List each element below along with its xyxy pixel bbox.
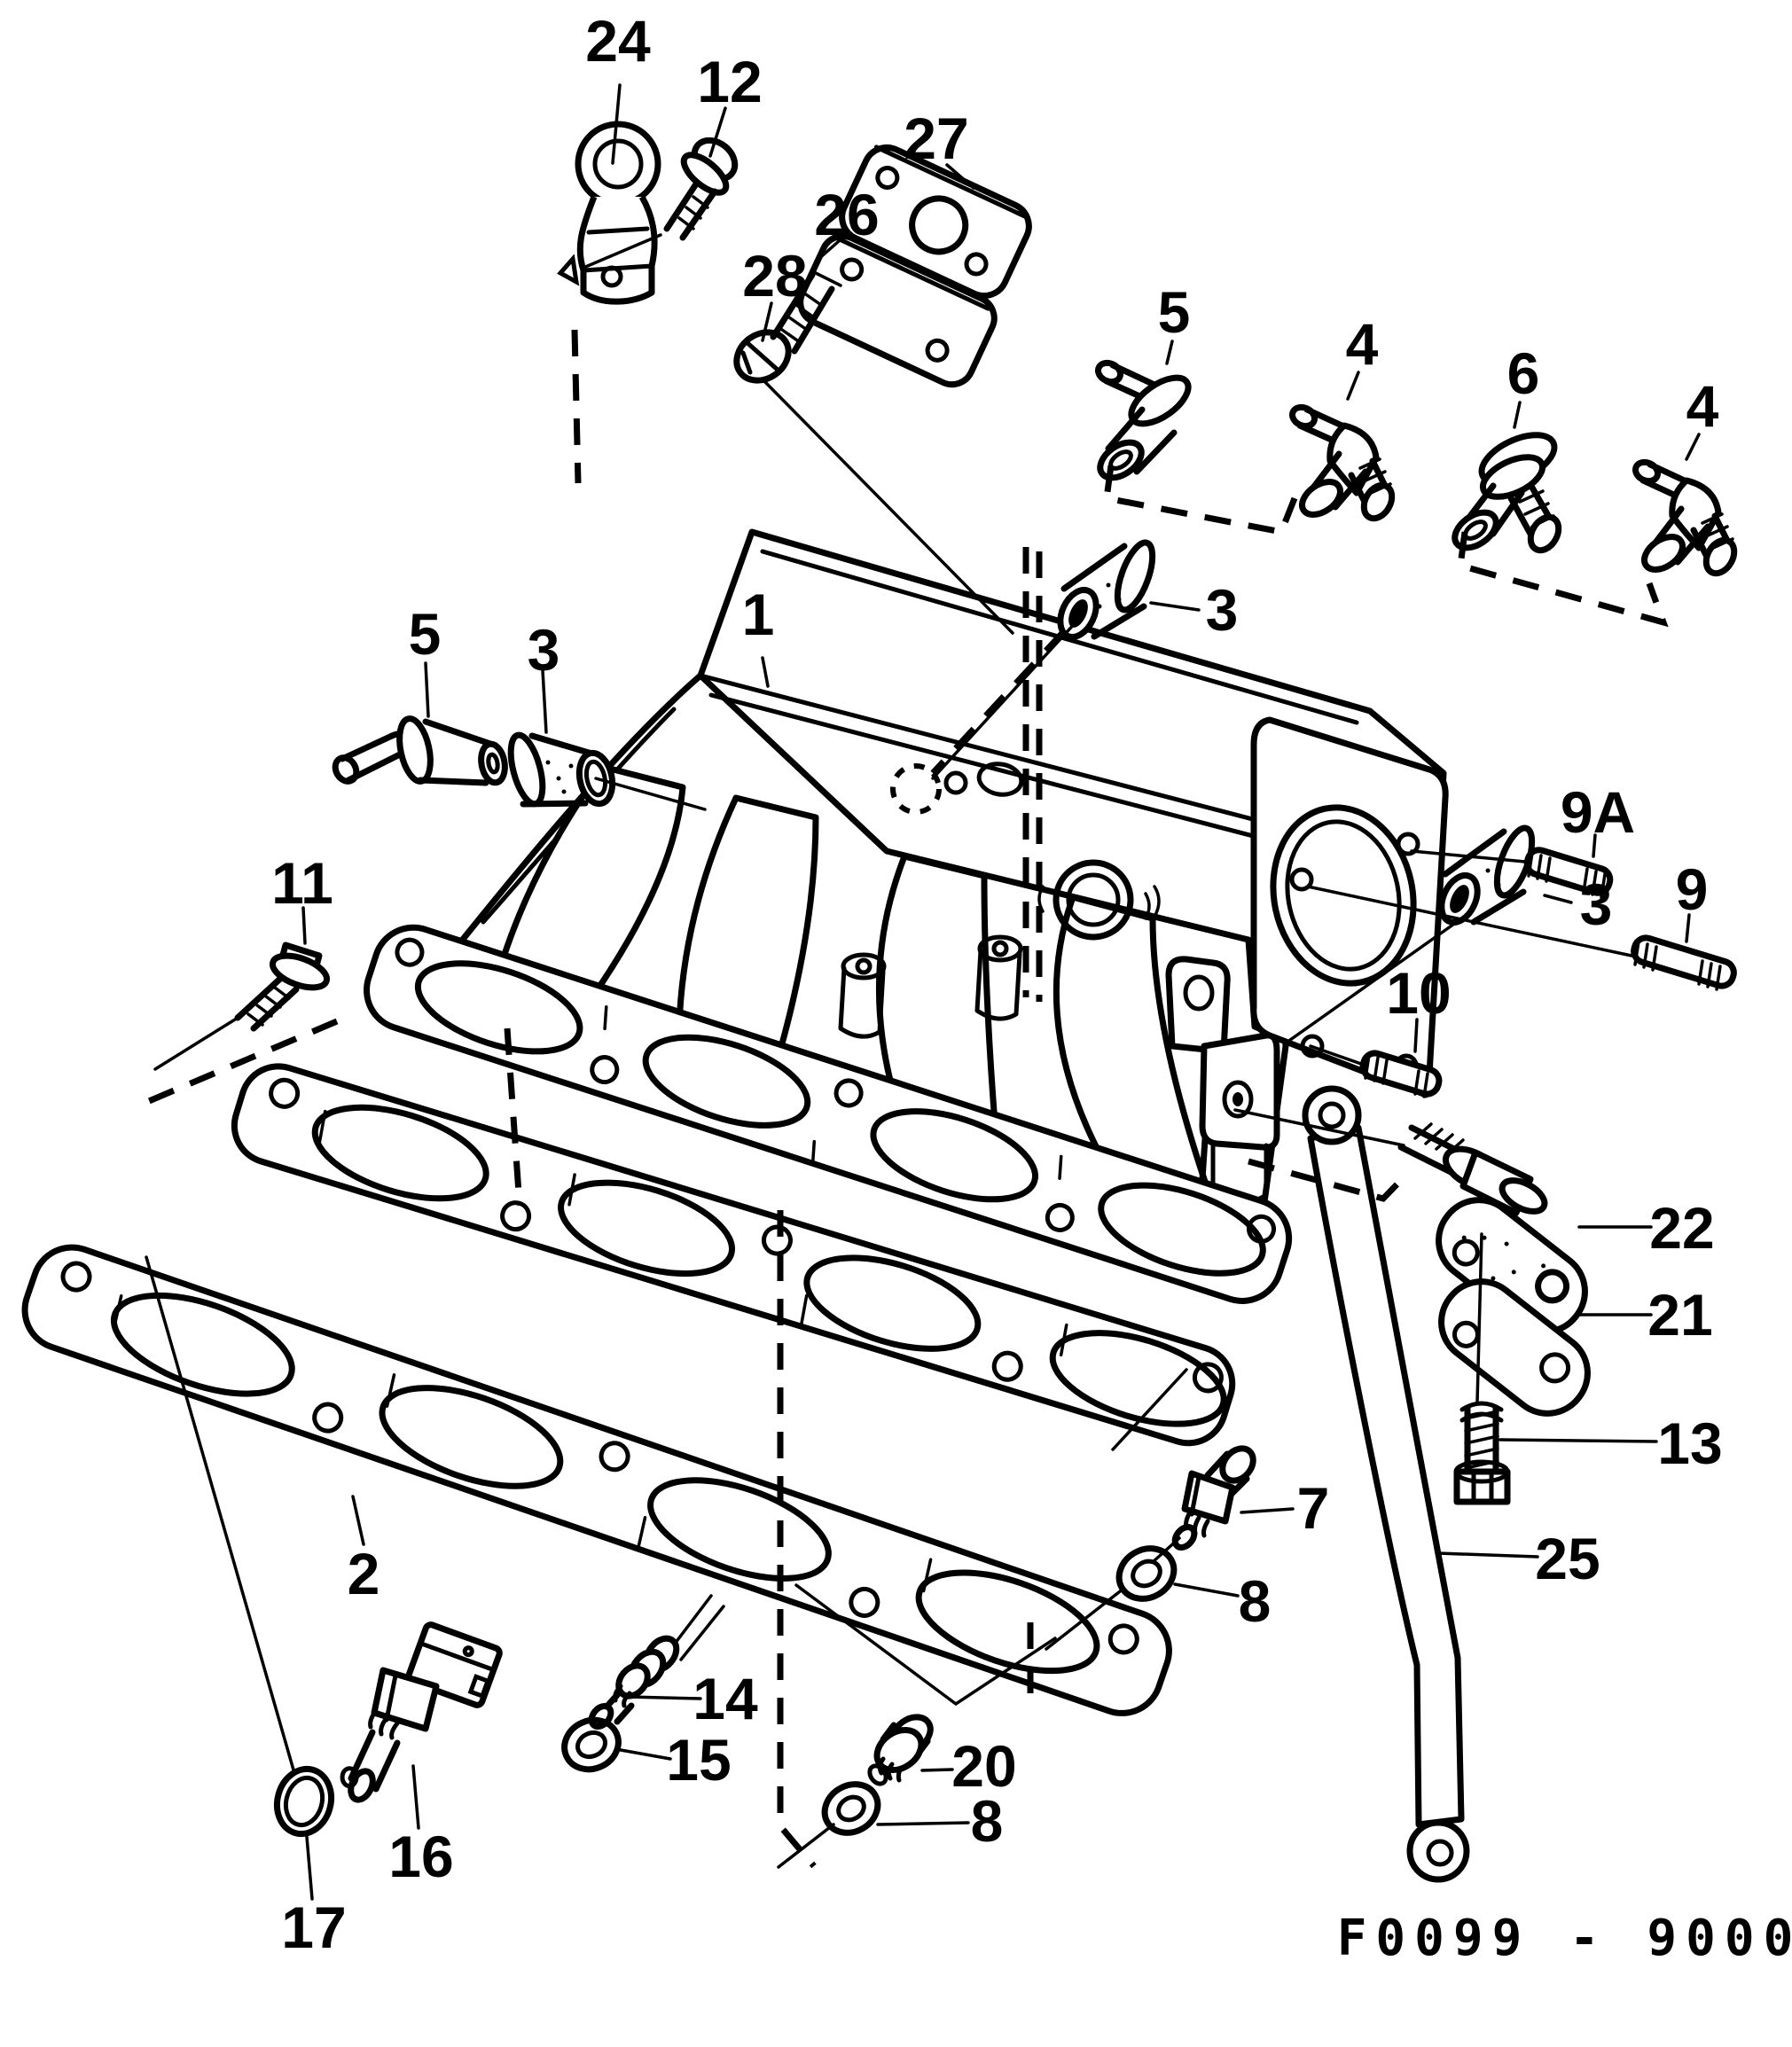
callout-7-10: 7 — [1297, 1475, 1330, 1541]
hidden-hole-marker — [890, 763, 942, 815]
sensor-14 — [588, 1594, 725, 1731]
bracket-24 — [557, 121, 661, 305]
bolt-28 — [733, 271, 835, 384]
callout-26-28: 26 — [814, 182, 879, 247]
callout-25-27: 25 — [1535, 1526, 1600, 1591]
leader-line-9-14 — [1685, 913, 1691, 943]
callout-12-17: 12 — [697, 49, 762, 114]
callout-9a-13: 9A — [1561, 779, 1635, 845]
leader-line-8-12 — [876, 1821, 970, 1826]
leader-line-8-11 — [1173, 1582, 1240, 1598]
leader-line-1-0 — [761, 656, 770, 688]
stud-10 — [1359, 1050, 1443, 1098]
leader-line-14-19 — [626, 1695, 702, 1700]
bushing-3-left — [507, 731, 616, 808]
callout-3-4: 3 — [1580, 871, 1613, 937]
leader-line-10-15 — [1413, 1018, 1419, 1053]
leader-line-24-26 — [611, 83, 622, 165]
leader-line-26-28 — [814, 239, 841, 263]
leader-line-6-9 — [1513, 401, 1522, 429]
washer-8-mid — [1115, 1545, 1178, 1602]
hidden-lines — [147, 329, 1669, 1869]
leader-line-12-17 — [708, 106, 727, 158]
leader-line-2-1 — [351, 1495, 365, 1546]
callout-15-20: 15 — [666, 1727, 731, 1793]
callout-3-2: 3 — [528, 617, 560, 683]
callout-4-6: 4 — [1686, 373, 1719, 439]
assembly-lines — [145, 233, 1633, 1869]
leader-line-4-5 — [1346, 371, 1360, 401]
stud-9 — [1631, 934, 1737, 991]
bushing-3-right — [1438, 824, 1536, 926]
leader-line-27-29 — [945, 163, 975, 190]
fitting-6 — [1452, 432, 1562, 554]
leader-line-9a-13 — [1592, 833, 1597, 858]
leader-line-17-22 — [305, 1835, 314, 1901]
leader-line-3-3 — [1149, 601, 1201, 612]
leader-line-4-6 — [1685, 433, 1701, 461]
injector-boss-pegs — [838, 934, 1023, 1039]
gasket-2 — [21, 1244, 1172, 1716]
callout-13-18: 13 — [1657, 1410, 1722, 1476]
leader-line-5-8 — [1165, 340, 1174, 365]
callout-5-8: 5 — [1158, 279, 1191, 345]
manifold-flange — [364, 924, 1293, 1304]
callout-1-0: 1 — [742, 582, 775, 647]
oring-17 — [273, 1765, 335, 1838]
plate-21 — [1438, 1278, 1591, 1417]
plug-20 — [867, 1714, 934, 1786]
drawing-code: F0099 - 9000 — [1337, 1910, 1792, 1967]
callout-20-23: 20 — [951, 1733, 1016, 1799]
callout-5-7: 5 — [409, 601, 442, 667]
leader-line-3-4 — [1543, 894, 1573, 904]
callout-9-14: 9 — [1676, 856, 1709, 922]
callout-28-30: 28 — [742, 243, 807, 309]
leader-line-11-16 — [301, 906, 307, 945]
bolt-13 — [1453, 1232, 1511, 1505]
washer-15 — [561, 1716, 622, 1773]
callout-14-19: 14 — [693, 1666, 758, 1731]
strap-bolt — [1397, 1122, 1548, 1216]
callout-21-24: 21 — [1647, 1282, 1712, 1348]
callout-22-25: 22 — [1649, 1195, 1714, 1261]
elbow-4a — [1288, 403, 1396, 522]
callout-8-12: 8 — [971, 1788, 1004, 1854]
callout-layer: 12333445567889A9101112131415161720212224… — [271, 8, 1723, 1960]
leader-line-28-30 — [761, 301, 773, 342]
nipple-5-left — [332, 715, 508, 786]
bushing-3-top — [1057, 539, 1156, 640]
callout-24-26: 24 — [585, 8, 651, 74]
callout-6-9: 6 — [1507, 340, 1540, 406]
leader-line-15-20 — [619, 1748, 672, 1761]
callout-27-29: 27 — [904, 105, 968, 171]
plate-26 — [797, 232, 998, 388]
leader-line-7-10 — [1240, 1507, 1295, 1514]
leader-line-25-27 — [1436, 1551, 1539, 1559]
leader-line-13-18 — [1499, 1438, 1658, 1443]
callout-10-15: 10 — [1386, 960, 1451, 1026]
callout-4-5: 4 — [1346, 311, 1379, 377]
elbow-4b — [1632, 458, 1738, 577]
callout-17-22: 17 — [281, 1895, 346, 1960]
callout-8-11: 8 — [1239, 1568, 1272, 1634]
stud-9a — [1523, 847, 1614, 899]
callout-16-21: 16 — [388, 1824, 453, 1889]
sensor-16 — [340, 1621, 503, 1803]
washer-8-bottom — [821, 1781, 881, 1836]
leader-line-16-21 — [411, 1764, 420, 1830]
gasket-upper — [231, 1063, 1236, 1447]
leader-line-3-2 — [541, 668, 548, 734]
bolt-12 — [663, 137, 739, 241]
callout-2-1: 2 — [348, 1541, 380, 1606]
callout-3-3: 3 — [1206, 577, 1239, 643]
sensor-7 — [1171, 1445, 1256, 1551]
leader-line-5-7 — [424, 661, 430, 718]
bolt-11 — [234, 941, 331, 1032]
callout-11-16: 11 — [271, 850, 333, 916]
